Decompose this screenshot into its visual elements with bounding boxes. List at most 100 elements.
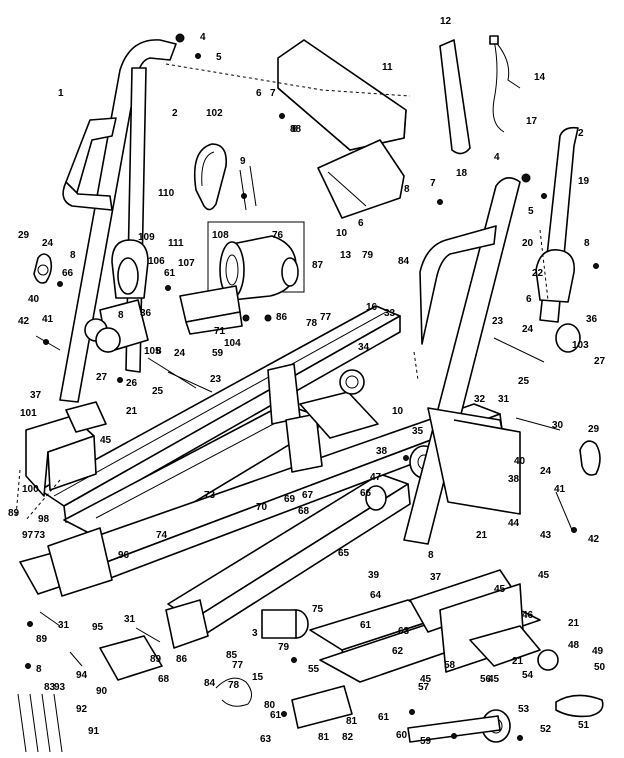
callout-label-44: 44 (508, 518, 520, 529)
callout-label-63: 63 (398, 626, 410, 637)
callout-label-68: 68 (158, 674, 170, 685)
callout-label-84: 84 (204, 678, 216, 689)
right-end-cap-part (579, 440, 601, 476)
callout-label-8: 8 (292, 124, 298, 135)
callout-label-42: 42 (18, 316, 30, 327)
callout-label-82: 82 (342, 732, 354, 743)
callout-label-52: 52 (540, 724, 552, 735)
callout-label-10: 10 (336, 228, 348, 239)
callout-label-57: 57 (418, 682, 430, 693)
safety-key-cord-part (489, 35, 521, 133)
callout-label-49: 49 (592, 646, 604, 657)
drive-belt-part (193, 143, 228, 211)
callout-label-64: 64 (370, 590, 382, 601)
callout-label-106: 106 (148, 256, 165, 267)
callout-label-85: 85 (226, 650, 238, 661)
callout-label-27: 27 (96, 372, 108, 383)
callout-label-111: 111 (168, 238, 184, 249)
callout-label-91: 91 (88, 726, 100, 737)
callout-label-34: 34 (358, 342, 370, 353)
callout-label-41: 41 (554, 484, 566, 495)
callout-label-29: 29 (18, 230, 30, 241)
callout-label-16: 16 (366, 302, 378, 313)
rear-axle-part (407, 715, 501, 743)
callout-label-102: 102 (206, 108, 223, 119)
callout-label-38: 38 (376, 446, 388, 457)
callout-label-2: 2 (578, 128, 584, 139)
callout-label-94: 94 (76, 670, 88, 681)
callout-label-26: 26 (126, 378, 138, 389)
drive-belt-small-part (555, 694, 604, 718)
callout-label-104: 104 (224, 338, 241, 349)
right-handrail-part (403, 177, 521, 545)
callout-label-51: 51 (578, 720, 590, 731)
callout-label-21: 21 (126, 406, 138, 417)
callout-label-83: 83 (44, 682, 56, 693)
callout-label-27: 27 (594, 356, 606, 367)
callout-label-66: 66 (360, 488, 372, 499)
callout-label-1: 1 (58, 88, 64, 99)
callout-label-7: 7 (270, 88, 276, 99)
callout-label-100: 100 (22, 484, 39, 495)
motor-assembly-box (207, 221, 305, 301)
front-foot-part (47, 527, 113, 597)
callout-label-24: 24 (42, 238, 54, 249)
callout-label-45: 45 (420, 674, 432, 685)
callout-label-45: 45 (100, 435, 112, 446)
callout-label-6: 6 (358, 218, 364, 229)
callout-label-36: 36 (586, 314, 598, 325)
callout-label-61: 61 (270, 710, 282, 721)
callout-label-95: 95 (92, 622, 104, 633)
callout-label-8: 8 (118, 310, 124, 321)
safety-strap-part (439, 39, 471, 155)
callout-label-86: 86 (176, 654, 188, 665)
callout-label-73: 73 (34, 530, 46, 541)
incline-bracket-part (267, 363, 379, 473)
callout-label-30: 30 (552, 420, 564, 431)
callout-label-108: 108 (212, 230, 229, 241)
right-foot-part (427, 407, 521, 515)
callout-label-10: 10 (392, 406, 404, 417)
callout-label-40: 40 (514, 456, 526, 467)
dashed-guide-lines (15, 63, 549, 521)
callout-label-4: 4 (200, 32, 206, 43)
callout-label-45: 45 (494, 584, 506, 595)
callout-label-60: 60 (396, 730, 408, 741)
console-support-bracket (317, 139, 405, 219)
callout-label-96: 96 (118, 550, 130, 561)
callout-label-61: 61 (378, 712, 390, 723)
callout-label-58: 58 (444, 660, 456, 671)
callout-label-8: 8 (584, 238, 590, 249)
callout-label-23: 23 (210, 374, 222, 385)
callout-label-25: 25 (152, 386, 164, 397)
callout-label-77: 77 (232, 660, 244, 671)
callout-label-21: 21 (568, 618, 580, 629)
incline-wheel-part (339, 369, 365, 395)
callout-label-66: 66 (62, 268, 74, 279)
callout-label-31: 31 (498, 394, 510, 405)
callout-label-98: 98 (38, 514, 50, 525)
callout-label-103: 103 (572, 340, 589, 351)
callout-label-31: 31 (124, 614, 136, 625)
callout-label-68: 68 (298, 506, 310, 517)
callout-label-75: 75 (312, 604, 324, 615)
callout-labels: 1223445566677888888889101011121314151617… (8, 16, 606, 747)
callout-label-13: 13 (340, 250, 352, 261)
right-hood-bracket (535, 249, 581, 353)
callout-label-47: 47 (370, 472, 382, 483)
callout-label-22: 22 (532, 268, 544, 279)
callout-label-8: 8 (404, 184, 410, 195)
callout-label-54: 54 (522, 670, 534, 681)
callout-label-76: 76 (272, 230, 284, 241)
callout-label-69: 69 (284, 494, 296, 505)
callout-label-89: 89 (150, 654, 162, 665)
bracket-94-part (99, 635, 163, 681)
callout-label-86: 86 (276, 312, 288, 323)
callout-label-38: 38 (508, 474, 520, 485)
callout-label-87: 87 (312, 260, 324, 271)
callout-label-31: 31 (58, 620, 70, 631)
callout-label-45: 45 (538, 570, 550, 581)
callout-label-81: 81 (346, 716, 358, 727)
callout-label-101: 101 (20, 408, 37, 419)
